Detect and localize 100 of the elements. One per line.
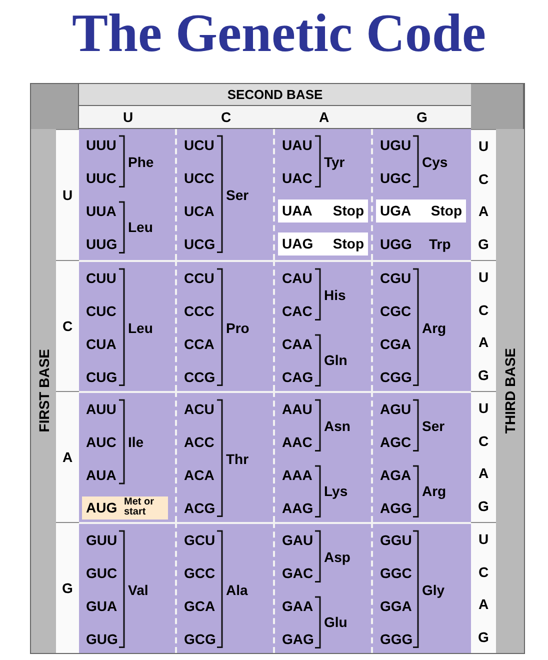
- amino-acid: Ala: [226, 582, 248, 598]
- stop-codon-box: [278, 232, 368, 256]
- codon: UCG: [184, 236, 216, 252]
- codon: AUA: [86, 466, 116, 483]
- amino-acid: Leu: [128, 320, 153, 336]
- base-letter: U: [79, 106, 177, 129]
- amino-acid: Arg: [422, 483, 446, 500]
- amino-acid: Thr: [226, 450, 249, 466]
- base-letter: C: [177, 106, 275, 129]
- base-letter: G: [477, 628, 490, 647]
- amino-acid: Stop: [332, 204, 364, 218]
- codon: CAC: [282, 303, 312, 320]
- amino-acid: Leu: [128, 219, 153, 236]
- amino-acid: Met or start: [124, 498, 155, 518]
- codon: UGU: [380, 137, 412, 154]
- base-letter: C: [56, 260, 79, 391]
- codon: CGC: [380, 303, 412, 320]
- codon: GUC: [86, 565, 118, 582]
- codon: GAG: [282, 630, 314, 647]
- amino-acid: Asn: [324, 418, 350, 434]
- codon-block: [275, 522, 373, 653]
- codon: UCA: [184, 202, 214, 219]
- title: The Genetic Code: [72, 2, 486, 65]
- codon: CGG: [380, 368, 412, 385]
- base-letter: U: [477, 268, 490, 288]
- codon-block: [275, 129, 373, 260]
- codon: AGA: [380, 466, 412, 483]
- base-letter: C: [477, 300, 490, 320]
- codon: AAA: [282, 466, 312, 483]
- codon: GGG: [380, 630, 413, 647]
- base-letter: C: [477, 170, 490, 189]
- codon: UCC: [184, 170, 214, 186]
- codon: GAC: [282, 565, 314, 582]
- codon-block: [373, 391, 471, 522]
- amino-acid: Gln: [324, 352, 348, 368]
- base-letter: A: [477, 333, 490, 352]
- base-letter: U: [477, 530, 490, 550]
- amino-acid: Glu: [324, 614, 348, 630]
- codon: GGU: [380, 532, 412, 548]
- base-letter: A: [477, 464, 490, 484]
- codon: CCC: [184, 303, 214, 320]
- codon: ACU: [184, 401, 214, 418]
- codon: UAA: [282, 202, 312, 219]
- codon: UCU: [184, 137, 214, 154]
- axis-title: FIRST BASE: [36, 349, 52, 433]
- codon-block: [373, 522, 471, 653]
- amino-acid: Tyr: [324, 154, 345, 170]
- amino-acid: His: [324, 286, 346, 303]
- codon-block: [177, 260, 275, 391]
- codon-block: [373, 129, 471, 260]
- amino-acid: Ser: [422, 418, 445, 434]
- codon: GGA: [380, 598, 412, 614]
- stop-codon-box: [376, 199, 466, 222]
- codon: CCA: [184, 336, 214, 352]
- codon: GCA: [184, 598, 216, 614]
- amino-acid: Phe: [128, 154, 154, 170]
- codon: CAA: [282, 336, 312, 352]
- codon: UUG: [86, 236, 118, 252]
- codon-block: [275, 260, 373, 391]
- codon: AAG: [282, 500, 314, 516]
- codon: AUU: [86, 401, 116, 418]
- codon: GGC: [380, 565, 412, 582]
- codon: GCC: [184, 565, 216, 582]
- base-letter: C: [477, 562, 490, 582]
- codon-block: [177, 129, 275, 260]
- base-letter: U: [477, 137, 490, 156]
- base-letter: C: [477, 432, 490, 451]
- stop-codon-box: [278, 199, 368, 222]
- codon: CUC: [86, 303, 116, 320]
- codon: GAU: [282, 532, 314, 548]
- amino-acid: Arg: [422, 320, 446, 336]
- amino-acid: Val: [128, 582, 148, 598]
- base-letter: A: [477, 202, 490, 222]
- codon: CUU: [86, 270, 116, 286]
- codon: UUU: [86, 137, 116, 154]
- amino-acid: Ile: [128, 434, 144, 450]
- codon: CUA: [86, 336, 116, 352]
- amino-acid: Pro: [226, 320, 250, 336]
- base-letter: U: [477, 399, 490, 418]
- codon: ACA: [184, 466, 214, 483]
- amino-acid: Gly: [422, 582, 445, 598]
- base-letter: G: [56, 522, 79, 653]
- codon: GCU: [184, 532, 216, 548]
- codon: ACG: [184, 500, 216, 516]
- base-letter: A: [477, 595, 490, 614]
- start-codon-box: [82, 496, 168, 520]
- codon: UGA: [380, 202, 412, 219]
- base-letter: G: [477, 234, 490, 254]
- codon-block: [177, 391, 275, 522]
- amino-acid: Ser: [226, 186, 249, 202]
- amino-acid: Asp: [324, 548, 350, 565]
- codon: AGU: [380, 401, 412, 418]
- codon-block: [373, 260, 471, 391]
- codon: UUA: [86, 202, 116, 219]
- codon: ACC: [184, 434, 214, 450]
- codon: UUC: [86, 170, 116, 186]
- base-letter: A: [275, 106, 373, 129]
- codon: CCU: [184, 270, 214, 286]
- codon: CUG: [86, 368, 118, 385]
- amino-acid: Cys: [422, 154, 448, 170]
